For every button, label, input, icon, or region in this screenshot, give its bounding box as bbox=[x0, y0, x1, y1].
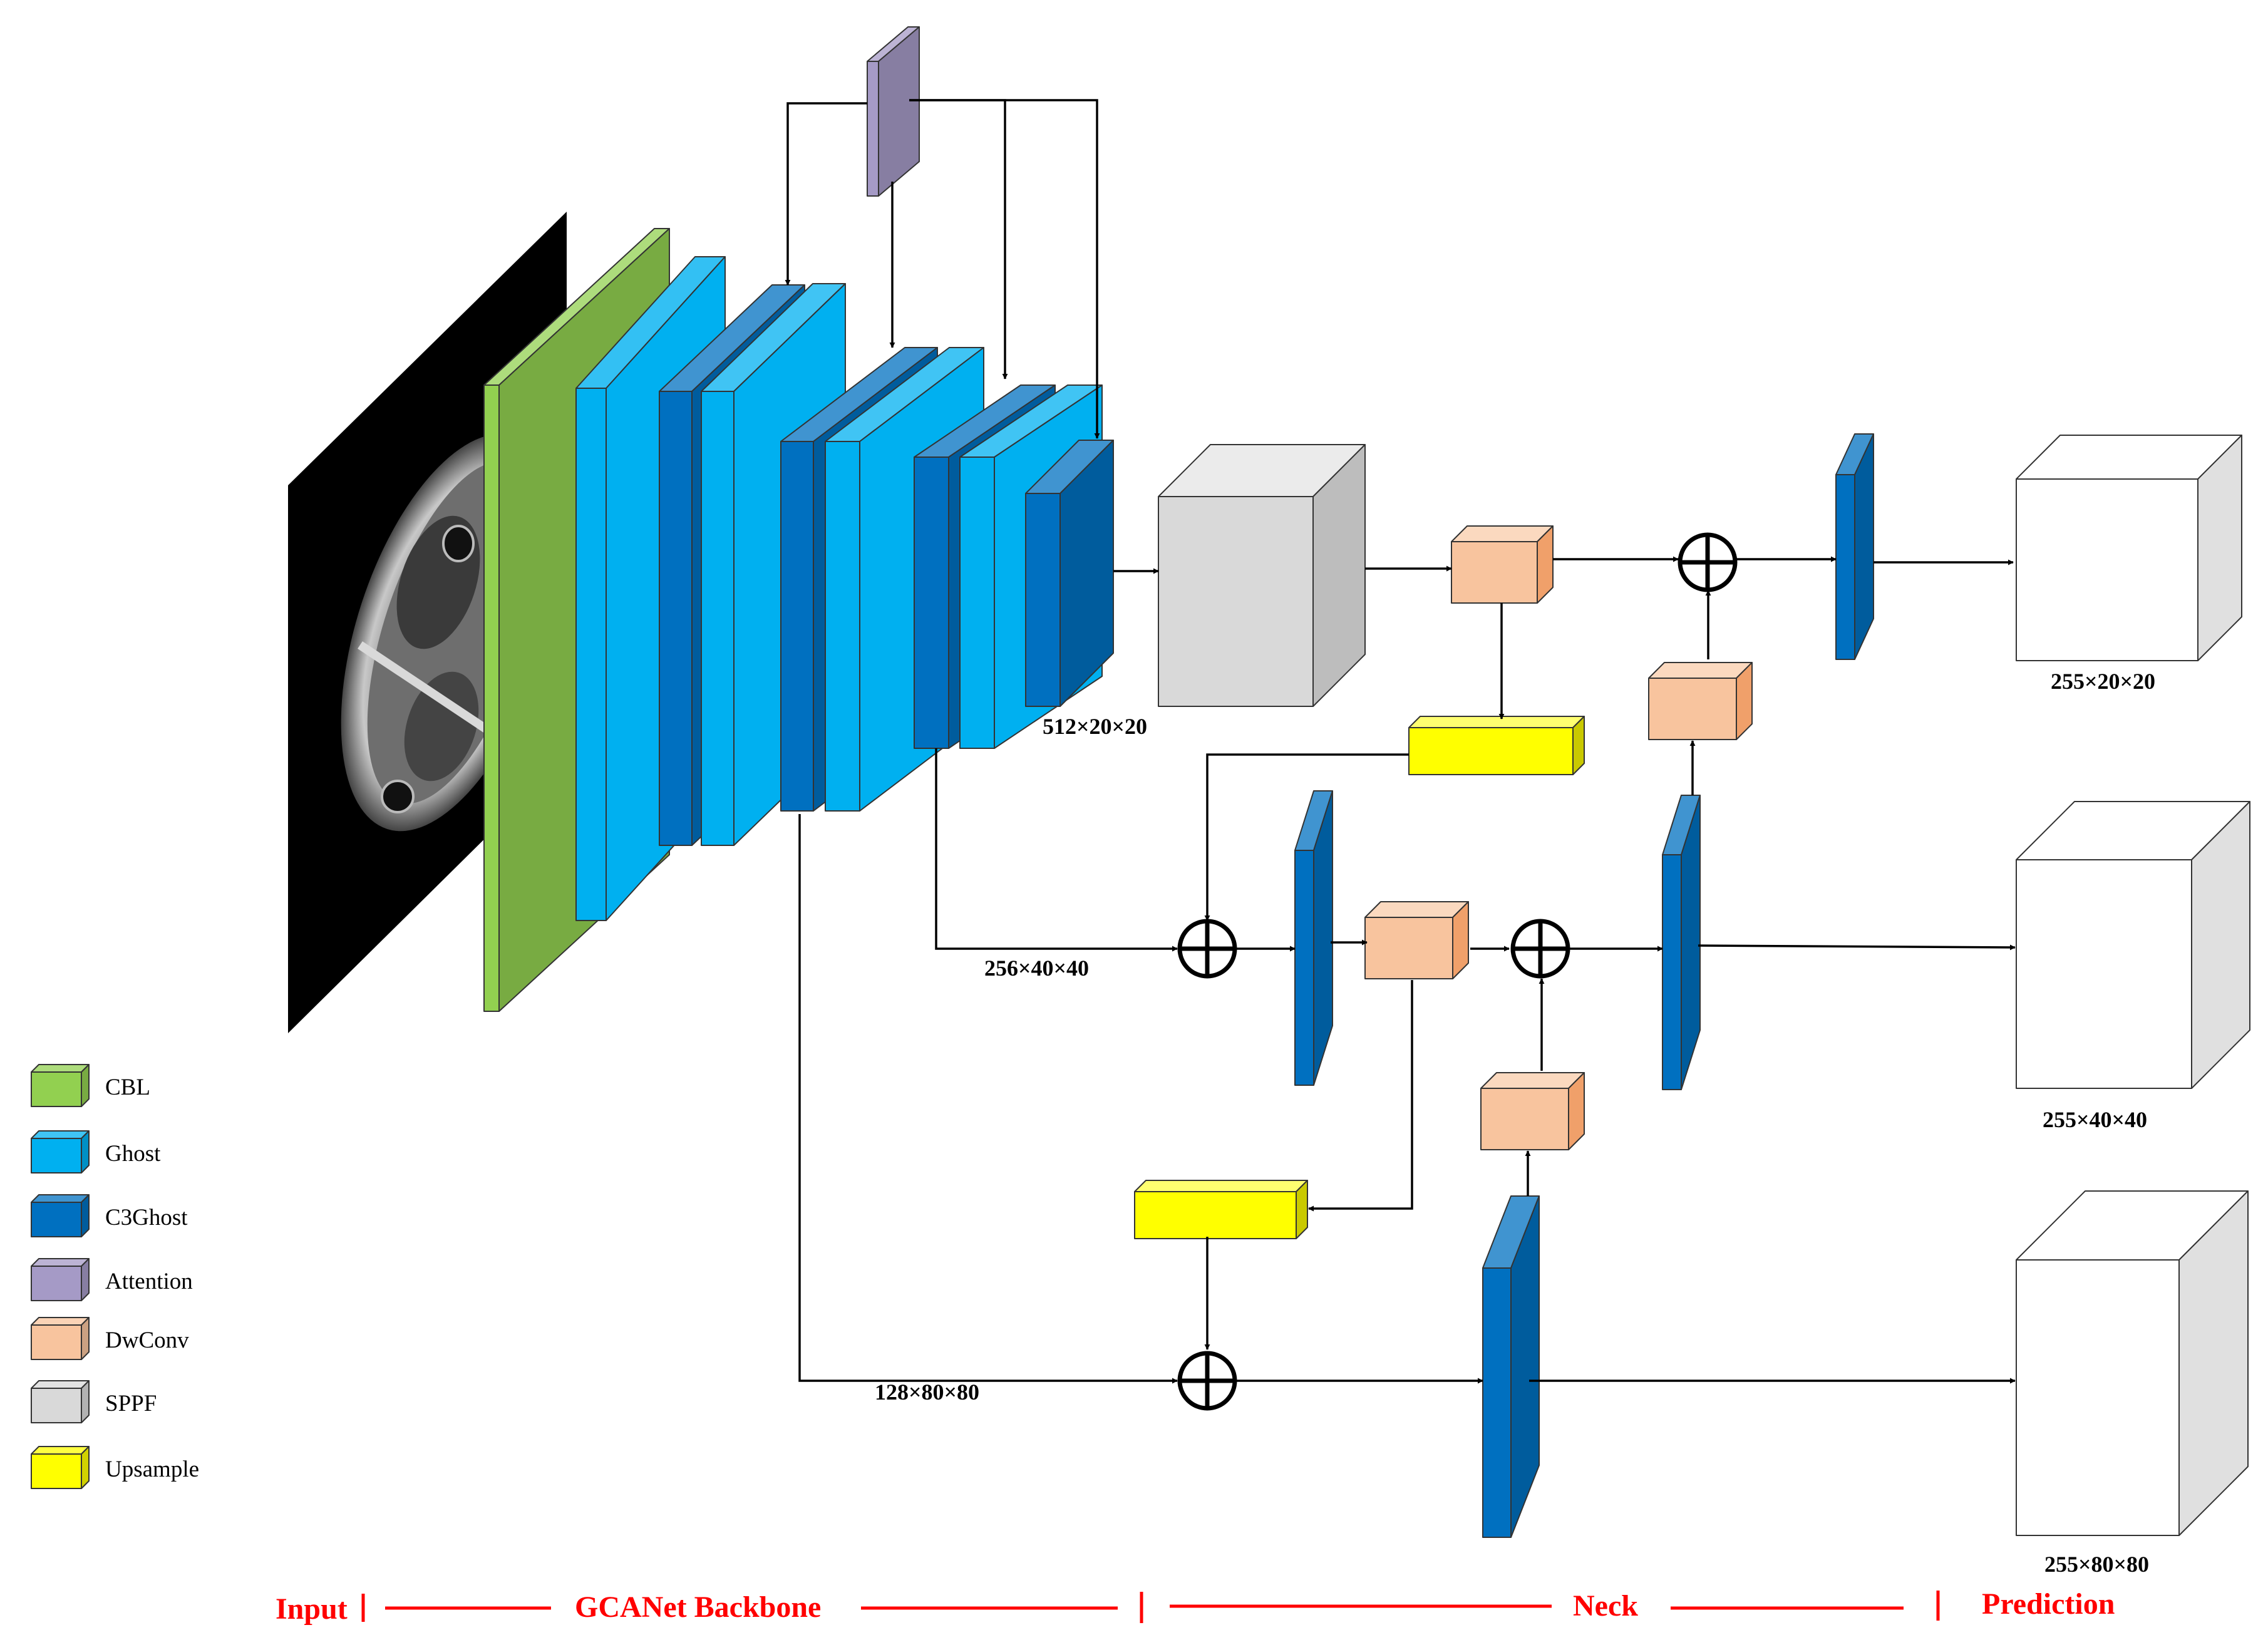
prediction-block-small bbox=[2016, 1190, 2249, 1536]
legend-swatch-ghost bbox=[31, 1130, 90, 1173]
dim-mid-feature: 256×40×40 bbox=[984, 956, 1089, 981]
dim-low-feature: 128×80×80 bbox=[875, 1380, 979, 1405]
upsample-block-1 bbox=[1408, 716, 1585, 775]
legend-swatch-dwconv bbox=[31, 1317, 90, 1360]
legend-label-c3ghost: C3Ghost bbox=[105, 1205, 188, 1230]
add-node-mid-2 bbox=[1510, 919, 1570, 979]
backbone-blocks bbox=[483, 228, 1114, 1012]
dwconv-block-2 bbox=[1364, 901, 1469, 979]
sppf-block bbox=[1158, 444, 1366, 707]
attention-block bbox=[867, 26, 920, 197]
c3ghost-block-mid-2 bbox=[1662, 795, 1701, 1090]
neck-blocks bbox=[1134, 433, 1874, 1538]
add-node-top bbox=[1678, 532, 1738, 592]
section-prediction: Prediction bbox=[1982, 1587, 2115, 1621]
dim-backbone-out: 512×20×20 bbox=[1043, 714, 1147, 739]
section-input: Input bbox=[276, 1592, 348, 1626]
neck-connectors bbox=[798, 556, 2016, 1384]
dwconv-block-1 bbox=[1451, 525, 1554, 604]
dim-pred-mid: 255×40×40 bbox=[2043, 1107, 2147, 1132]
upsample-block-2 bbox=[1134, 1180, 1308, 1239]
legend-swatch-sppf bbox=[31, 1380, 90, 1423]
prediction-block-mid bbox=[2016, 801, 2250, 1089]
legend-label-ghost: Ghost bbox=[105, 1141, 161, 1167]
c3ghost-block-bottom bbox=[1482, 1195, 1540, 1538]
add-nodes bbox=[1177, 532, 1738, 1411]
legend-label-cbl: CBL bbox=[105, 1075, 150, 1100]
attention-icon bbox=[867, 26, 920, 197]
legend-swatch-c3ghost bbox=[31, 1194, 90, 1237]
legend-swatch-cbl bbox=[31, 1064, 90, 1107]
section-backbone: GCANet Backbone bbox=[575, 1591, 821, 1624]
dim-pred-large: 255×20×20 bbox=[2051, 669, 2155, 694]
legend-label-upsample: Upsample bbox=[105, 1457, 199, 1482]
prediction-block-large bbox=[2016, 435, 2242, 661]
c3ghost-block-4 bbox=[1025, 440, 1114, 707]
c3ghost-block-mid-1 bbox=[1294, 790, 1333, 1086]
c3ghost-block-top bbox=[1835, 433, 1874, 660]
dwconv-block-4 bbox=[1480, 1072, 1585, 1150]
sppf-icon bbox=[1158, 444, 1366, 707]
prediction-blocks bbox=[2016, 435, 2250, 1536]
legend-label-sppf: SPPF bbox=[105, 1391, 157, 1416]
legend-swatch-attention bbox=[31, 1258, 90, 1301]
section-bar: Input GCANet Backbone Neck Prediction bbox=[276, 1587, 2115, 1626]
legend-swatch-upsample bbox=[31, 1446, 90, 1489]
dim-pred-small: 255×80×80 bbox=[2044, 1552, 2149, 1577]
attention-connectors bbox=[785, 99, 1100, 439]
add-node-mid-1 bbox=[1177, 919, 1237, 979]
section-neck: Neck bbox=[1573, 1589, 1638, 1622]
add-node-bottom bbox=[1177, 1351, 1237, 1411]
legend-label-dwconv: DwConv bbox=[105, 1328, 189, 1353]
legend-label-attention: Attention bbox=[105, 1269, 193, 1294]
dwconv-block-3 bbox=[1648, 662, 1753, 740]
